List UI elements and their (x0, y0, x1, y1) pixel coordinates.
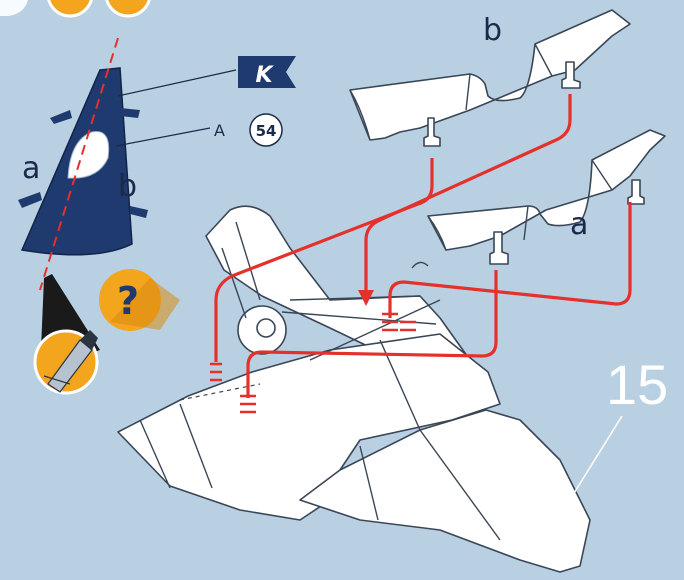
label-a-large: a (570, 207, 588, 242)
paint-badge-icon: A 54 (214, 113, 283, 147)
help-symbol: ? (117, 279, 139, 323)
previous-step-badges (0, 0, 151, 18)
part-a-large (427, 129, 666, 265)
paint-leader (115, 127, 211, 147)
step-leader (565, 415, 623, 507)
part-b-large (349, 9, 631, 147)
paint-letter: A (214, 121, 225, 140)
flag-k-icon: K (238, 56, 296, 88)
help-question-icon: ? (99, 269, 180, 331)
canopy-part (18, 37, 148, 291)
label-b-large: b (483, 13, 502, 48)
hobby-knife-icon (33, 274, 100, 395)
label-b-small: b (118, 169, 137, 204)
paint-number: 54 (256, 122, 277, 140)
red-arrow-icon (358, 290, 374, 306)
guide-lines (214, 94, 632, 398)
flag-letter: K (255, 63, 274, 88)
aircraft-fuselage (117, 205, 591, 573)
insertion-markers (210, 312, 416, 414)
step-number: 15 (606, 353, 668, 416)
label-a-small: a (22, 151, 40, 186)
flag-leader (117, 69, 237, 97)
